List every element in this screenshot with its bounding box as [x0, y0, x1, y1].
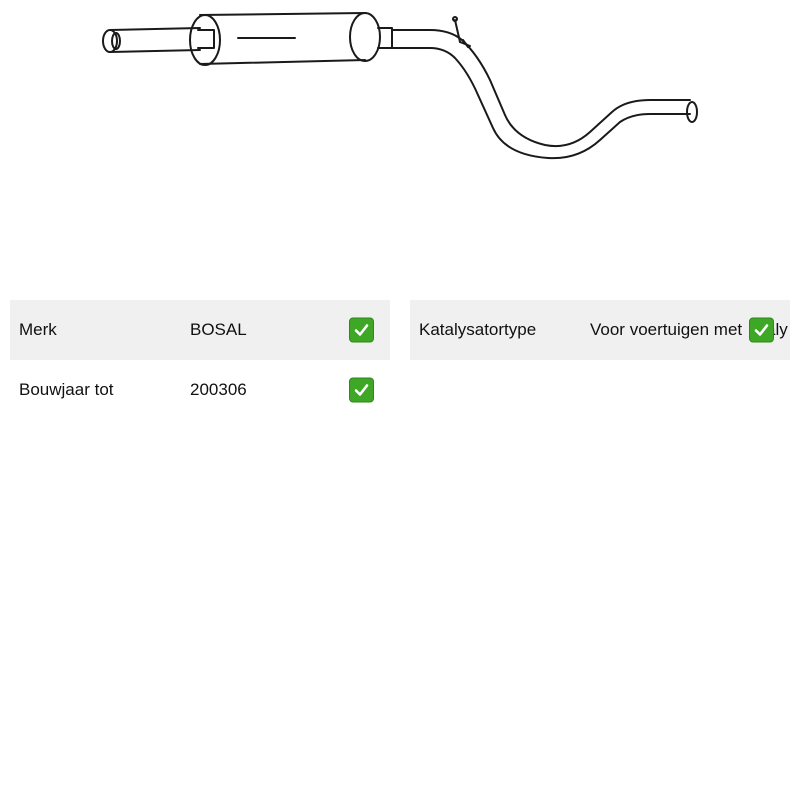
spec-value-year-to: 200306 [190, 380, 247, 399]
spec-value-catalyst-type: Voor voertuigen met [590, 320, 743, 339]
spec-table-left: Merk BOSAL Bouwjaar tot 200306 [10, 300, 390, 420]
spec-row-year-to: Bouwjaar tot 200306 [10, 360, 390, 420]
check-icon [749, 317, 774, 343]
exhaust-muffler-pipe-icon [102, 12, 698, 160]
check-icon [349, 377, 374, 403]
spec-row-brand: Merk BOSAL [10, 300, 390, 360]
spec-value-brand: BOSAL [190, 320, 247, 339]
spec-label-year-to: Bouwjaar tot [19, 380, 114, 399]
spec-label-catalyst-type: Katalysatortype [419, 320, 537, 339]
check-icon [349, 317, 374, 343]
spec-row-catalyst-type: Katalysatortype Voor voertuigen met aly [410, 300, 790, 360]
spec-label-brand: Merk [19, 320, 57, 339]
